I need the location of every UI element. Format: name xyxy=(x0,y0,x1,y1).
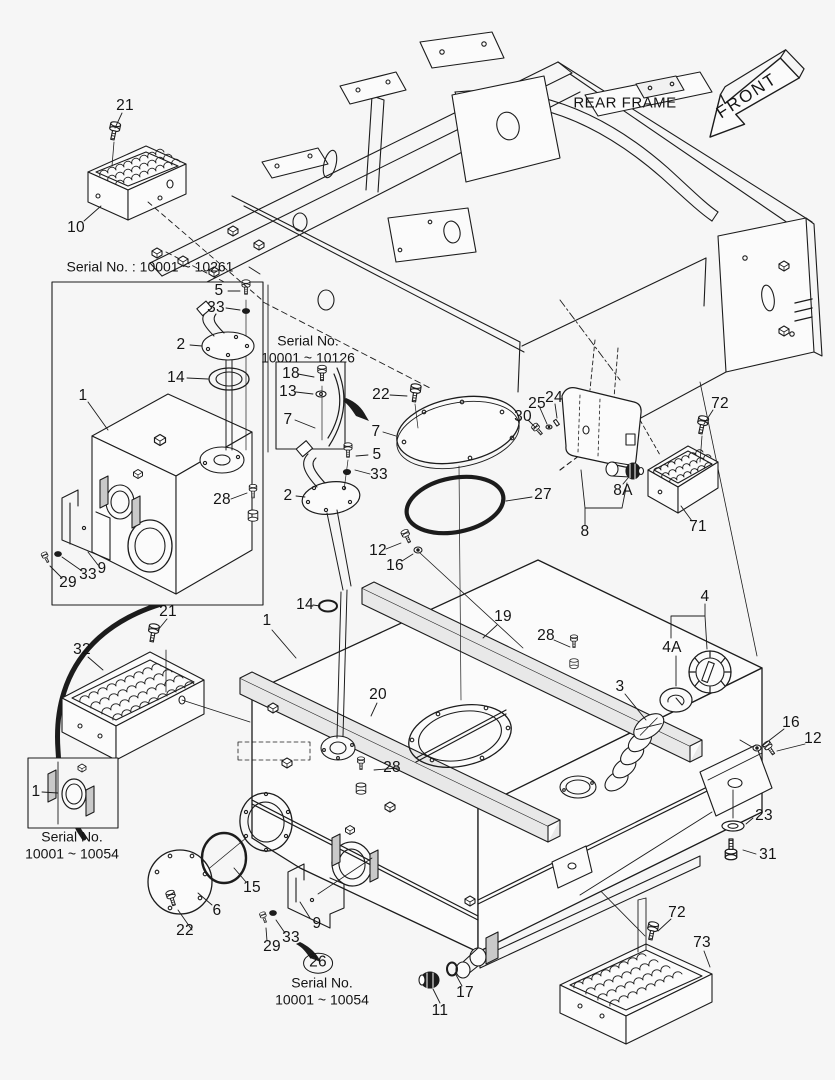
step-32 xyxy=(61,618,251,761)
leader-lines xyxy=(271,624,713,896)
rear-frame-drawing xyxy=(149,31,823,657)
step-10 xyxy=(83,112,263,301)
step-71 xyxy=(639,409,719,522)
guard-bar-20 xyxy=(239,671,561,843)
serial-box-10001-10261 xyxy=(40,279,264,606)
suction-pipe-assembly xyxy=(295,440,371,739)
guard-bar-19 xyxy=(361,581,703,763)
fuel-tank-body xyxy=(199,559,773,969)
filler-strainer-and-cap xyxy=(604,603,732,792)
serial-box-10001-10126 xyxy=(275,361,369,450)
small-hardware xyxy=(385,528,806,1004)
front-direction-arrow xyxy=(709,49,805,138)
lower-cover-and-bracket xyxy=(147,831,373,962)
serial-box-10001-10054 xyxy=(27,757,119,829)
side-door-assembly xyxy=(527,387,645,526)
rear-frame-label: REAR FRAME xyxy=(573,94,677,112)
filler-cover-and-oring xyxy=(382,382,533,701)
